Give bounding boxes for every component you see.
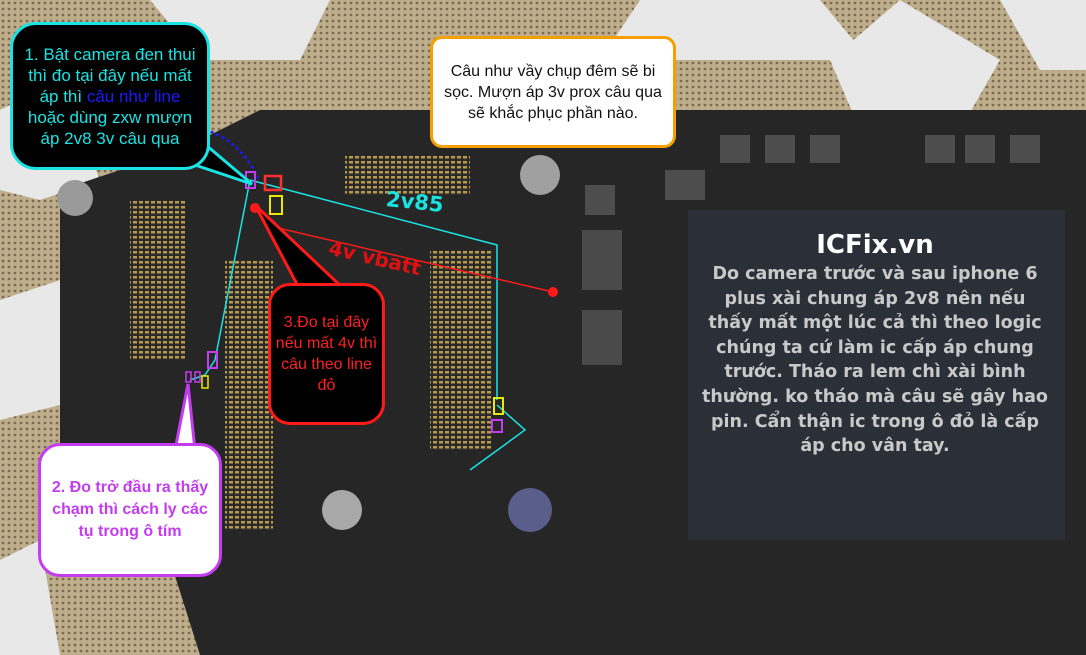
yellow-box <box>269 195 283 215</box>
inductor <box>582 310 622 365</box>
callout-step-3: 3.Đo tại đây nếu mất 4v thì câu theo lin… <box>268 283 385 425</box>
chip-description: Do camera trước và sau iphone 6 plus xài… <box>702 264 1048 457</box>
purple-box <box>185 371 192 383</box>
callout-step-1-highlight: câu như line <box>86 86 181 106</box>
connector-top <box>345 155 470 195</box>
yellow-box <box>201 375 209 389</box>
yellow-box <box>493 397 504 415</box>
main-chip <box>688 210 1065 540</box>
callout-step-3-text: 3.Đo tại đây nếu mất 4v thì câu theo lin… <box>275 314 378 394</box>
callout-step-1: 1. Bật camera đen thui thì đo tại đây nế… <box>10 22 210 170</box>
screw <box>508 488 552 532</box>
purple-box <box>207 351 218 369</box>
callout-step-1-text-end: hoặc dùng zxw mượn áp 2v8 3v câu qua <box>27 107 193 148</box>
screw <box>322 490 362 530</box>
cyan-line-right <box>469 404 527 471</box>
connector-middle-left <box>225 260 273 530</box>
components <box>585 135 1040 215</box>
cyan-line-2v85 <box>249 179 498 400</box>
red-test-point <box>548 287 558 297</box>
screw <box>57 180 93 216</box>
callout-note-text: Câu như vầy chụp đêm sẽ bi sọc. Mượn áp … <box>444 62 662 122</box>
purple-box <box>491 419 503 433</box>
screw <box>520 155 560 195</box>
callout-step-2-text: 2. Đo trở đầu ra thấy chạm thì cách ly c… <box>51 479 209 540</box>
inductor <box>582 230 622 290</box>
connector-middle <box>430 250 492 450</box>
red-box <box>263 174 283 192</box>
callout-note: Câu như vầy chụp đêm sẽ bi sọc. Mượn áp … <box>430 36 676 148</box>
callout-step-1-text: 1. Bật camera đen thui thì đo tại đây nế… <box>24 44 196 106</box>
brand-title: ICFix.vn <box>816 230 934 260</box>
callout-step-2: 2. Đo trở đầu ra thấy chạm thì cách ly c… <box>38 443 222 577</box>
connector-left <box>130 200 185 360</box>
chip-annotation: ICFix.vn Do camera trước và sau iphone 6… <box>700 228 1050 459</box>
purple-box <box>194 371 201 383</box>
